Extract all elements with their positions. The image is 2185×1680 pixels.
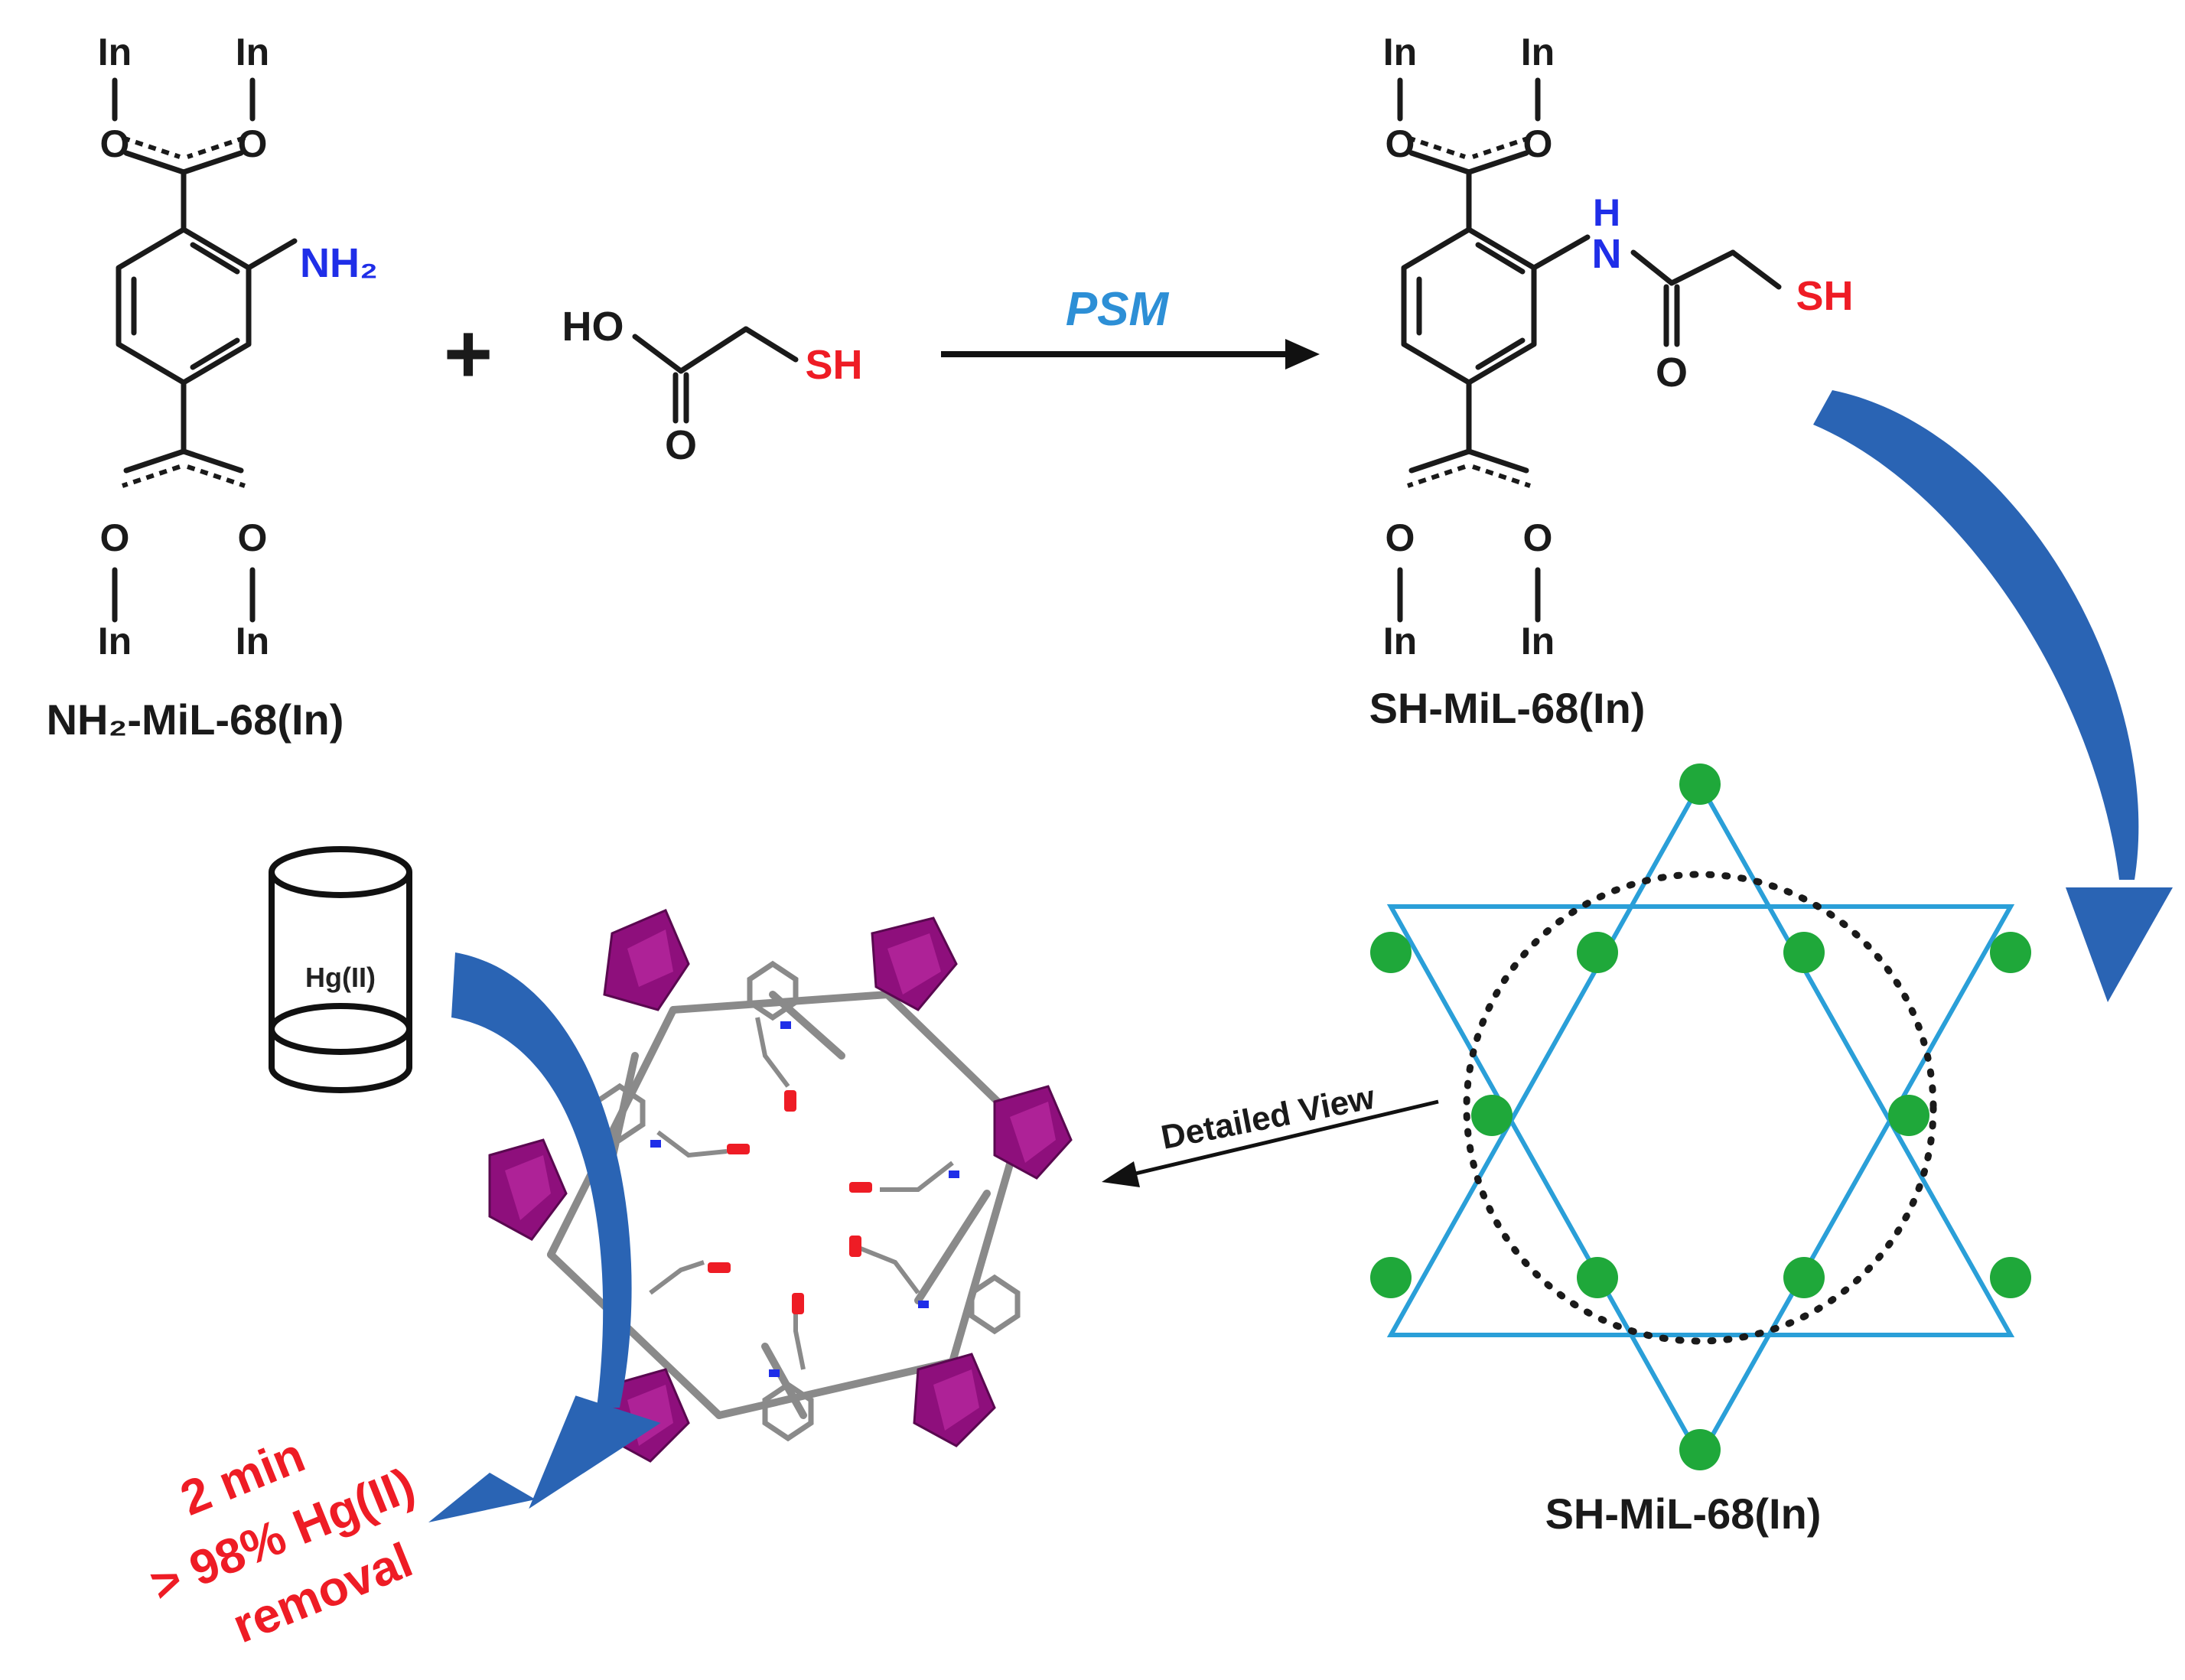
lattice-node bbox=[1783, 932, 1825, 973]
oxygen-atom: O bbox=[1386, 122, 1415, 165]
mof-pore-structure bbox=[488, 909, 1073, 1463]
curved-arrow-icon bbox=[428, 952, 661, 1522]
nitrogen-atom: N bbox=[1592, 231, 1622, 277]
oxygen-atom: O bbox=[238, 516, 268, 559]
lattice-node bbox=[1370, 932, 1412, 973]
oxygen-atom: O bbox=[1656, 350, 1688, 396]
column-label: Hg(II) bbox=[305, 962, 376, 993]
indium-atom: In bbox=[1383, 31, 1417, 73]
kagome-lattice bbox=[1370, 763, 2031, 1470]
lattice-node bbox=[1577, 1257, 1618, 1298]
product-linker-structure: In In O O H N O SH O O In In bbox=[1383, 31, 1854, 663]
lattice-node bbox=[1577, 932, 1618, 973]
hydrogen-atom: H bbox=[1593, 191, 1620, 234]
indium-atom: In bbox=[1383, 620, 1417, 663]
indium-atom: In bbox=[236, 620, 269, 663]
reactant-linker-structure: In In O O NH₂ O O In In bbox=[98, 31, 378, 663]
lattice-node bbox=[1783, 1257, 1825, 1298]
hydroxyl-group: HO bbox=[562, 304, 624, 350]
framework-mof-label: SH-MiL-68(In) bbox=[1545, 1490, 1822, 1538]
cylinder-icon bbox=[269, 846, 412, 1093]
lattice-node bbox=[1888, 1095, 1929, 1136]
product-mof-label: SH-MiL-68(In) bbox=[1369, 684, 1646, 732]
oxygen-atom: O bbox=[665, 422, 697, 468]
indium-atom: In bbox=[98, 620, 132, 663]
thioglycolic-acid-structure: HO SH O bbox=[562, 304, 863, 468]
curved-arrow-icon bbox=[1813, 390, 2173, 1002]
dotted-selection-circle bbox=[1463, 871, 1937, 1345]
thiol-group: SH bbox=[805, 342, 862, 388]
plus-sign: + bbox=[444, 307, 493, 401]
lattice-node bbox=[1679, 1429, 1721, 1470]
oxygen-atom: O bbox=[1386, 516, 1415, 559]
thiol-group: SH bbox=[1796, 273, 1853, 319]
indium-atom: In bbox=[1521, 31, 1555, 73]
lattice-node bbox=[1471, 1095, 1513, 1136]
lattice-node bbox=[1370, 1257, 1412, 1298]
indium-atom: In bbox=[236, 31, 269, 73]
detailed-view-arrow bbox=[1102, 1099, 1439, 1187]
indium-atom: In bbox=[1521, 620, 1555, 663]
lattice-node bbox=[1990, 932, 2031, 973]
amine-group: NH₂ bbox=[300, 240, 378, 286]
oxygen-atom: O bbox=[100, 516, 130, 559]
lattice-node bbox=[1990, 1257, 2031, 1298]
indium-atom: In bbox=[98, 31, 132, 73]
detailed-view-label: Detailed View bbox=[1158, 1079, 1379, 1157]
lattice-node bbox=[1679, 763, 1721, 805]
oxygen-atom: O bbox=[100, 122, 130, 165]
oxygen-atom: O bbox=[1523, 122, 1553, 165]
result-text: 2 min > 98% Hg(II) removal bbox=[143, 1427, 422, 1653]
psm-label: PSM bbox=[1066, 283, 1170, 336]
oxygen-atom: O bbox=[1523, 516, 1553, 559]
oxygen-atom: O bbox=[238, 122, 268, 165]
right-arrow-icon bbox=[941, 339, 1320, 370]
reactant-mof-label: NH₂-MiL-68(In) bbox=[47, 695, 344, 744]
